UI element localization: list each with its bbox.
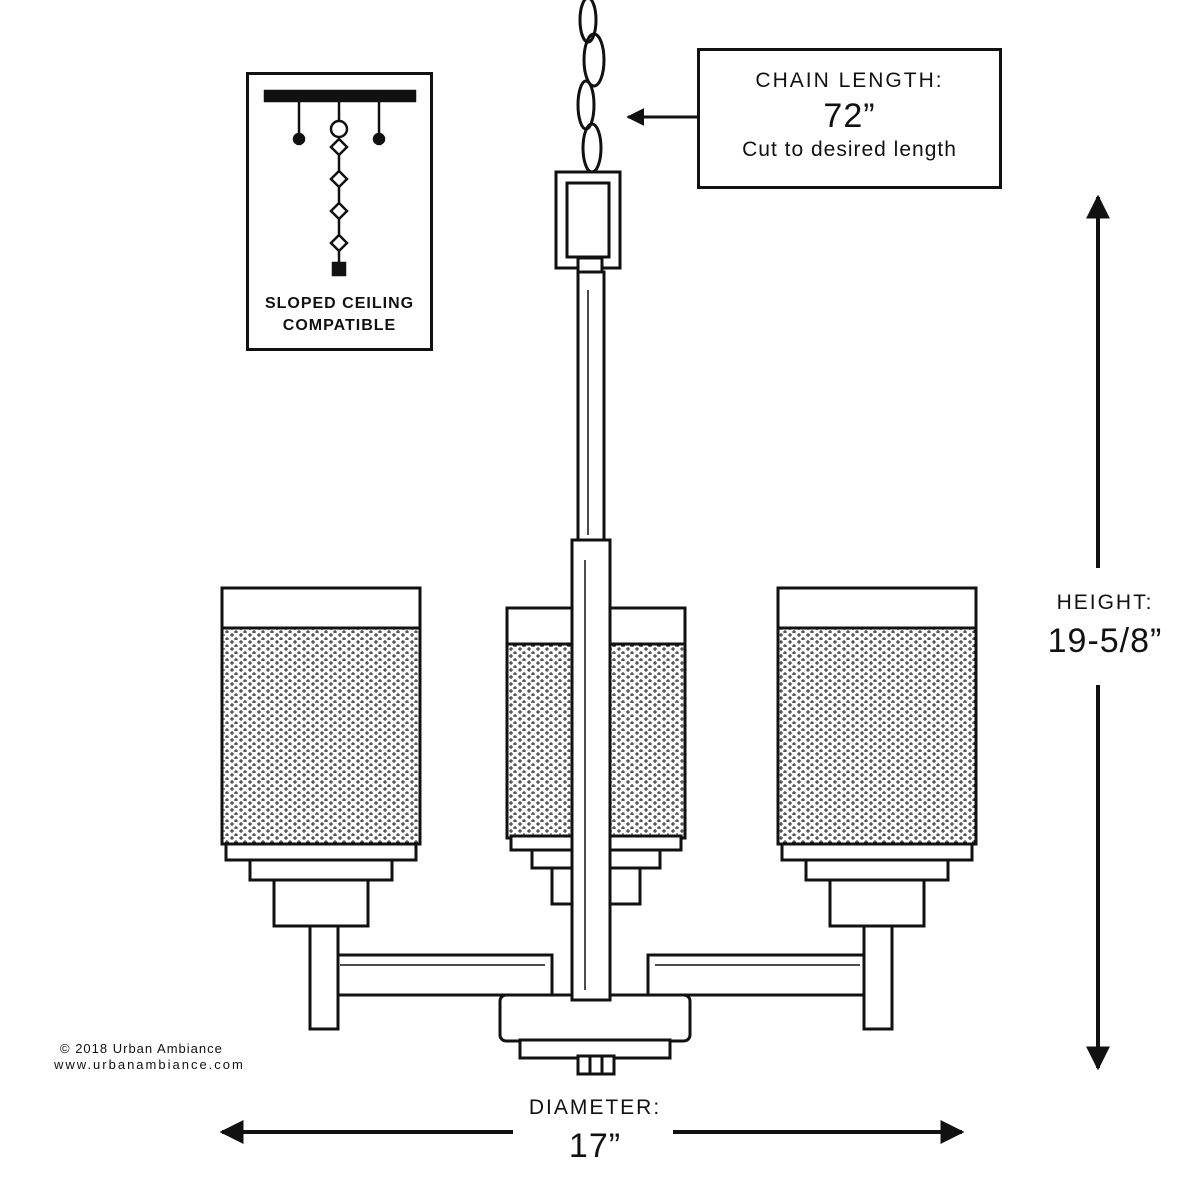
height-value: 19-5/8”	[1047, 622, 1163, 660]
sloped-ceiling-callout: SLOPED CEILING COMPATIBLE	[246, 72, 433, 351]
chain-length-label: CHAIN LENGTH:	[755, 69, 944, 92]
sloped-line-1: SLOPED CEILING	[264, 295, 415, 312]
chain-length-note: Cut to desired length	[742, 138, 957, 161]
chandelier-drawing	[220, 270, 978, 1076]
canopy-icon	[263, 89, 417, 277]
copyright-text: © 2018 Urban Ambiance	[60, 1041, 223, 1056]
diameter-value: 17”	[568, 1127, 622, 1165]
chain-icon	[576, 0, 606, 174]
diameter-label: DIAMETER:	[528, 1096, 662, 1119]
sloped-line-2: COMPATIBLE	[282, 317, 397, 334]
website-text: www.urbanambiance.com	[54, 1057, 245, 1072]
chain-bracket	[554, 170, 622, 278]
chain-length-callout: CHAIN LENGTH: 72” Cut to desired length	[697, 48, 1002, 189]
chain-length-value: 72”	[823, 97, 876, 135]
height-label: HEIGHT:	[1056, 591, 1154, 614]
